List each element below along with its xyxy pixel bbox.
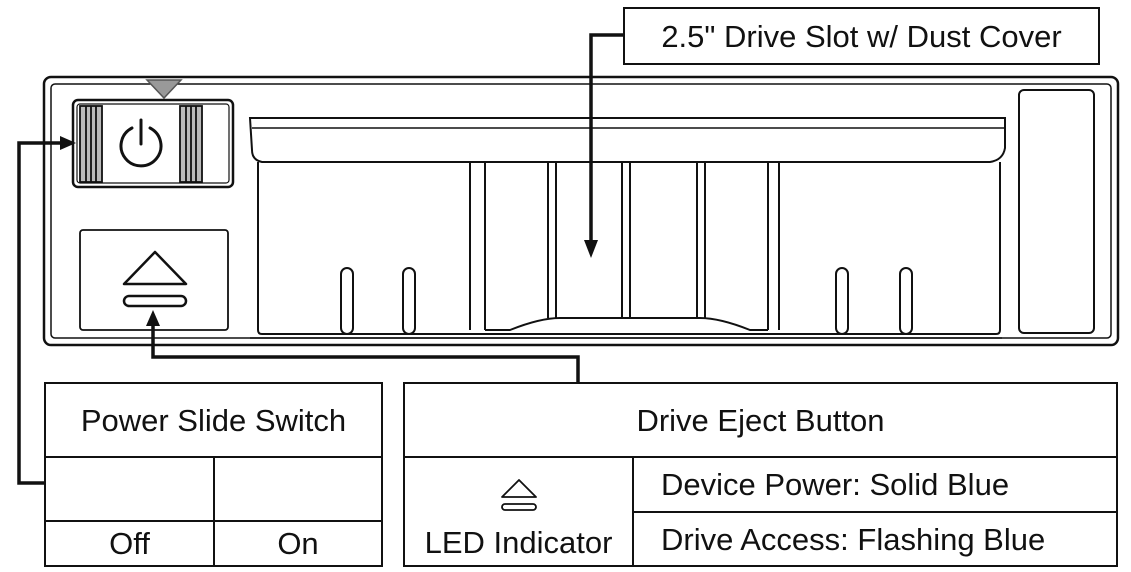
switch-on-label-cell: On <box>213 520 383 567</box>
switch-off-cell <box>44 456 215 522</box>
switch-indicator-triangle <box>145 79 183 100</box>
switch-off-label: Off <box>109 526 150 561</box>
side-panel <box>1018 89 1095 334</box>
led-status-row: Device Power: Solid Blue <box>632 456 1118 513</box>
drive-slot-callout-text: 2.5" Drive Slot w/ Dust Cover <box>661 18 1062 54</box>
arrow-heads <box>60 136 598 326</box>
led-indicator-cell: LED Indicator <box>403 456 634 567</box>
led-status-access: Drive Access: Flashing Blue <box>661 521 1046 557</box>
switch-on-cell <box>213 456 383 522</box>
eject-table-header: Drive Eject Button <box>403 382 1118 458</box>
power-switch-title: Power Slide Switch <box>80 402 347 438</box>
power-icon <box>119 118 163 168</box>
device-enclosure <box>42 75 1120 347</box>
eject-icon <box>122 250 188 308</box>
drive-slot-callout: 2.5" Drive Slot w/ Dust Cover <box>623 7 1100 65</box>
drive-slot <box>248 117 1006 335</box>
led-status-power: Device Power: Solid Blue <box>661 467 1010 502</box>
eject-icon <box>500 479 537 511</box>
switch-on-label: On <box>277 526 319 561</box>
power-switch-table-header: Power Slide Switch <box>44 382 383 458</box>
power-slide-switch[interactable] <box>71 98 235 189</box>
led-status-row: Drive Access: Flashing Blue <box>632 511 1118 567</box>
leader-lines <box>17 33 623 485</box>
eject-title: Drive Eject Button <box>636 402 885 438</box>
switch-off-label-cell: Off <box>44 520 215 567</box>
led-indicator-label: LED Indicator <box>424 525 613 560</box>
